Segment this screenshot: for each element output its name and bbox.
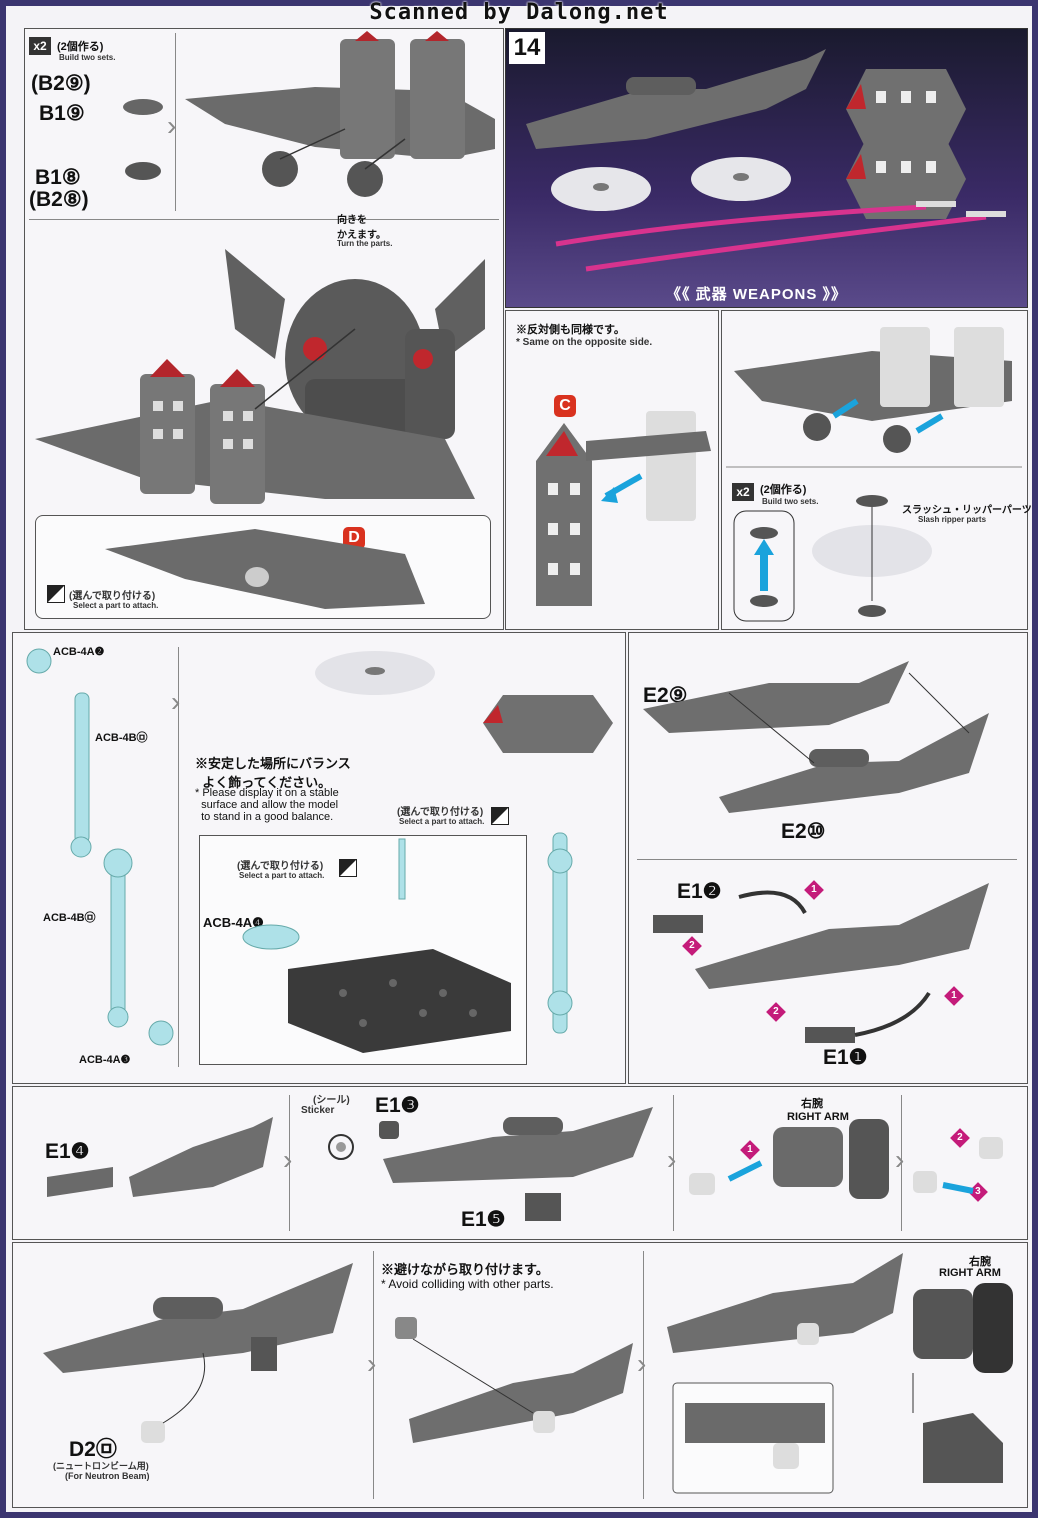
build-two-en: Build two sets. — [762, 497, 819, 506]
panel-display-stand: ACB-4A❷ ACB-4B㉤ ACB-4B㉤ ACB-4A❸ › ※安定した場… — [12, 632, 626, 1084]
avoid-note-en: * Avoid colliding with other parts. — [381, 1277, 554, 1291]
avoid-note-jp: ※避けながら取り付けます。 — [381, 1262, 549, 1277]
divider — [373, 1251, 374, 1499]
badge-d: D — [343, 527, 365, 549]
watermark: Scanned by Dalong.net — [369, 0, 669, 25]
divider — [175, 33, 176, 211]
stand-illustration — [26, 648, 613, 1053]
balance-note-jp: ※安定した場所にバランス よく飾ってください。 — [195, 756, 351, 790]
panel-attach-c: ※反対側も同様です。 * Same on the opposite side. … — [505, 310, 719, 630]
panel-weapons: 14 《《 武器 WEAPONS 》》 — [505, 28, 1028, 308]
part-b2-8: (B2⑧) — [29, 188, 89, 211]
acb-4a4: ACB-4A❹ — [203, 915, 264, 930]
neutron-jp: (ニュートロンビーム用) — [53, 1461, 149, 1471]
neutron-en: (For Neutron Beam) — [65, 1471, 150, 1481]
step-number: 14 — [509, 32, 545, 64]
select-en: Select a part to attach. — [73, 601, 159, 610]
part-e1-5: E1❺ — [461, 1208, 506, 1231]
panel-wing-assembly: x2 (2個作る) Build two sets. (B2⑨) B1⑨ B1⑧ … — [24, 28, 504, 630]
panel-rifle-assembly: E2⑨ E2⑩ E1❷ E1❶ 1 2 1 2 — [628, 632, 1028, 1084]
divider — [178, 647, 179, 1067]
weapons-illustration — [526, 49, 1006, 272]
right-arm-jp: 右腕 — [801, 1098, 823, 1110]
next-arrow-icon: › — [667, 1144, 677, 1175]
divider — [901, 1095, 902, 1231]
next-arrow-icon: › — [167, 110, 177, 141]
next-arrow-icon: › — [637, 1348, 647, 1379]
sticker-jp: (シール) — [313, 1095, 350, 1106]
panel-slash-ripper: x2 (2個作る) Build two sets. スラッシュ・リッパーパーツ … — [721, 310, 1032, 630]
next-arrow-icon: › — [171, 686, 181, 717]
next-arrow-icon: › — [895, 1144, 905, 1175]
sticker-en: Sticker — [301, 1105, 335, 1116]
slash-ripper-jp: スラッシュ・リッパーパーツ — [902, 505, 1032, 516]
acb-4b24-b: ACB-4B㉤ — [43, 912, 96, 924]
part-e1-3: E1❸ — [375, 1094, 420, 1117]
build-two-jp: (2個作る) — [57, 41, 104, 53]
select-en-right: Select a part to attach. — [399, 817, 485, 826]
x2-icon: x2 — [732, 483, 754, 501]
right-arm-en: RIGHT ARM — [787, 1111, 849, 1123]
part-b2-9: (B2⑨) — [31, 72, 91, 95]
part-e2-9: E2⑨ — [643, 684, 688, 707]
acb-4a3: ACB-4A❸ — [79, 1054, 131, 1066]
divider — [289, 1095, 290, 1231]
note-same-jp: ※反対側も同様です。 — [516, 324, 625, 336]
divider — [637, 859, 1017, 860]
part-e1-1: E1❶ — [823, 1046, 868, 1069]
panel-hand-attach: D2㉤ (ニュートロンビーム用) (For Neutron Beam) › ※避… — [12, 1242, 1028, 1508]
weapons-label: 《《 武器 WEAPONS 》》 — [666, 286, 848, 303]
divider — [673, 1095, 674, 1231]
turn-parts-jp: 向きを かえます。 — [337, 215, 386, 241]
select-en-inner: Select a part to attach. — [239, 871, 325, 880]
part-e1-2: E1❷ — [677, 880, 722, 903]
next-arrow-icon: › — [283, 1144, 293, 1175]
hand-illustration — [43, 1253, 1013, 1494]
next-arrow-icon: › — [367, 1348, 377, 1379]
badge-c: C — [554, 395, 576, 417]
turn-parts-en: Turn the parts. — [337, 239, 393, 248]
build-two-en: Build two sets. — [59, 53, 116, 62]
panel-scope-assembly: E1❹ › (シール) Sticker E1❸ E1❺ › 右腕 RIGHT A… — [12, 1086, 1028, 1240]
select-jp-inner: (選んで取り付ける) — [237, 861, 324, 872]
select-part-icon — [339, 859, 357, 877]
wing-illustration — [35, 31, 495, 609]
acb-4a2: ACB-4A❷ — [53, 646, 105, 658]
part-b1-9: B1⑨ — [39, 102, 85, 125]
balance-note-en: * Please display it on a stable surface … — [195, 787, 339, 823]
attach-c-illustration — [536, 411, 711, 606]
part-e2-10: E2⑩ — [781, 820, 826, 843]
slash-ripper-illustration — [726, 327, 1022, 622]
acb-4b24-a: ACB-4B㉤ — [95, 732, 148, 744]
divider — [643, 1251, 644, 1499]
rifle-illustration — [643, 661, 989, 1043]
divider — [29, 219, 499, 220]
right-arm-jp: 右腕 — [969, 1256, 991, 1268]
scope-illustration — [47, 1107, 1003, 1221]
part-d2-24: D2㉤ — [69, 1438, 117, 1461]
select-part-icon — [47, 585, 65, 603]
select-part-icon — [491, 807, 509, 825]
build-two-jp: (2個作る) — [760, 484, 807, 496]
part-e1-4: E1❹ — [45, 1140, 90, 1163]
select-jp-right: (選んで取り付ける) — [397, 807, 484, 818]
right-arm-en: RIGHT ARM — [939, 1267, 1001, 1279]
part-b1-8: B1⑧ — [35, 166, 81, 189]
x2-icon: x2 — [29, 37, 51, 55]
slash-ripper-en: Slash ripper parts — [918, 515, 987, 524]
select-jp: (選んで取り付ける) — [69, 591, 156, 602]
note-same-en: * Same on the opposite side. — [516, 337, 653, 348]
